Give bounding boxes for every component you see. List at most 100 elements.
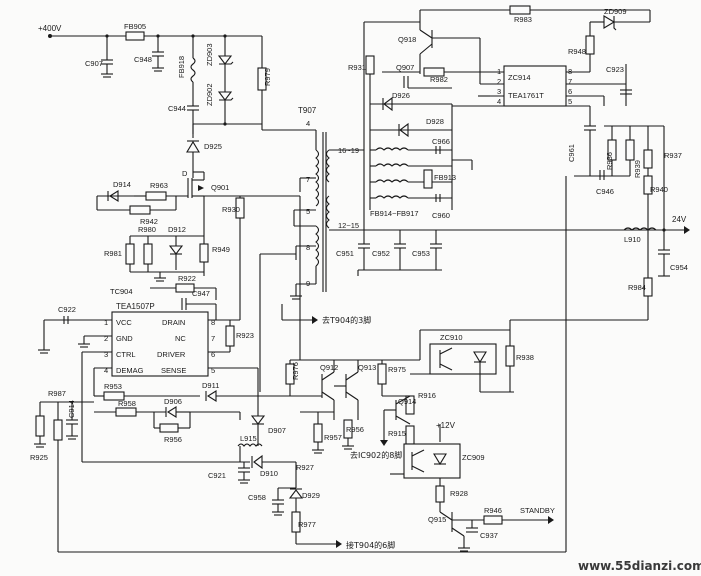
r927-label: R927 bbox=[296, 463, 314, 472]
c958-label: C958 bbox=[248, 493, 266, 502]
c907-label: C907 bbox=[85, 59, 103, 68]
r957-label: R957 bbox=[324, 433, 342, 442]
r916-label: R916 bbox=[418, 391, 436, 400]
q918-label: Q918 bbox=[398, 35, 416, 44]
watermark-bg bbox=[566, 556, 701, 576]
r975-label: R975 bbox=[388, 365, 406, 374]
diode-icon bbox=[166, 406, 177, 418]
sense-resistors: C961 R936 C946 R939 R937 R940 bbox=[566, 105, 682, 230]
resistor-icon bbox=[53, 419, 63, 441]
q913-label: Q913 bbox=[358, 363, 376, 372]
diode-icon bbox=[186, 140, 200, 153]
inductor-icon bbox=[190, 57, 196, 83]
mosfet-q901: D Q901 bbox=[182, 169, 300, 230]
resistor-icon bbox=[377, 363, 387, 385]
d912-label: D912 bbox=[168, 225, 186, 234]
resistor-icon bbox=[159, 423, 179, 433]
r937-label: R937 bbox=[664, 151, 682, 160]
vin-label: +400V bbox=[38, 24, 62, 33]
resistor-icon bbox=[423, 169, 433, 189]
fb914-label: FB914~FB917 bbox=[370, 209, 419, 218]
resistor-icon bbox=[405, 425, 415, 445]
resistor-icon bbox=[313, 423, 323, 443]
r976-label: R976 bbox=[291, 362, 300, 380]
t904-pin3-link: 去T904的3脚 bbox=[259, 246, 371, 392]
fet-bank: C966 FB913 FB914~FB917 C960 bbox=[370, 137, 473, 220]
sense-network: R980 D912 R981 R949 TC904 R922 C947 bbox=[104, 225, 230, 310]
resistor-icon bbox=[115, 407, 137, 417]
secondary-winding-a bbox=[325, 149, 330, 183]
zd902-label: ZD902 bbox=[205, 83, 214, 106]
zc914-pin7: 7 bbox=[568, 77, 572, 86]
pin-num-7: 7 bbox=[211, 334, 215, 343]
tc904-label: TC904 bbox=[110, 287, 133, 296]
primary-winding bbox=[315, 149, 320, 207]
optocoupler-zc910: ZC910 R938 bbox=[410, 320, 534, 393]
pin-vcc: VCC bbox=[116, 318, 132, 327]
inductor-icon bbox=[375, 195, 409, 199]
diode-icon bbox=[250, 415, 266, 425]
l915-label: L915 bbox=[240, 434, 257, 443]
diode-icon bbox=[253, 454, 263, 470]
diode-d925: D925 bbox=[186, 124, 222, 172]
optocoupler-zc909: +12V ZC909 R928 Q915 R946 STANDBY C937 bbox=[390, 421, 555, 552]
t907-pin8: 8 bbox=[306, 243, 310, 252]
q901-label: Q901 bbox=[211, 183, 229, 192]
resistor-icon bbox=[643, 149, 653, 169]
r936-label: R936 bbox=[605, 152, 614, 170]
diode-icon bbox=[168, 245, 184, 255]
resistor-icon bbox=[35, 415, 45, 437]
pin-num-3: 3 bbox=[104, 350, 108, 359]
ic-tea1507p: TEA1507P VCC GND CTRL DEMAG DRAIN NC DRI… bbox=[38, 302, 258, 462]
output-filter: L910 24V C954 R984 C951 C952 C953 bbox=[336, 215, 690, 321]
diode-icon bbox=[108, 190, 119, 202]
r925-label: R925 bbox=[30, 453, 48, 462]
diode-icon bbox=[383, 96, 393, 112]
resistor-icon bbox=[199, 243, 209, 263]
r940-label: R940 bbox=[650, 185, 668, 194]
secondary-rectifiers: C966 FB913 FB914~FB917 C960 D926 D928 bbox=[329, 21, 664, 231]
vout-label: 24V bbox=[672, 215, 687, 224]
d910-label: D910 bbox=[260, 469, 278, 478]
ic-tea1761t: ZC914 TEA1761T 1 2 3 4 8 7 6 5 bbox=[452, 65, 572, 107]
d911-label: D911 bbox=[202, 381, 219, 390]
d928-label: D928 bbox=[426, 117, 444, 126]
zc914-label: ZC914 bbox=[508, 73, 531, 82]
r938-label: R938 bbox=[516, 353, 534, 362]
resistor-icon bbox=[125, 243, 135, 265]
r942-label: R942 bbox=[140, 217, 158, 226]
snubber-network: FB918 C944 ZD903 ZD902 R979 bbox=[168, 36, 272, 134]
r939-label: R939 bbox=[633, 160, 642, 178]
resistor-icon bbox=[129, 205, 151, 215]
note-to-t904-pin6: 接T904的6脚 bbox=[346, 540, 395, 550]
pin-num-2: 2 bbox=[104, 334, 108, 343]
v12-label: +12V bbox=[436, 421, 456, 430]
fb913-label: FB913 bbox=[434, 173, 456, 182]
resistor-icon bbox=[365, 55, 375, 75]
inductor-icon bbox=[375, 147, 409, 151]
capacitor-c948: C948 bbox=[134, 36, 164, 72]
aux-winding bbox=[315, 225, 320, 267]
pin-num-6: 6 bbox=[211, 350, 215, 359]
zc914-pin3: 3 bbox=[497, 87, 501, 96]
diode-icon bbox=[206, 390, 217, 402]
aux-supply: D907 L915 D910 C921 bbox=[82, 368, 296, 484]
r984-label: R984 bbox=[628, 283, 646, 292]
c922-label: C922 bbox=[58, 305, 76, 314]
d929-label: D929 bbox=[302, 491, 320, 500]
zd909-label: ZD909 bbox=[604, 7, 627, 16]
pin-num-8: 8 bbox=[211, 318, 215, 327]
t907-label: T907 bbox=[298, 106, 317, 115]
r915-label: R915 bbox=[388, 429, 406, 438]
c946-label: C946 bbox=[596, 187, 614, 196]
c914-label: C914 bbox=[67, 400, 76, 418]
t907-pin7: 7 bbox=[306, 175, 310, 184]
zc914-pin1: 1 bbox=[497, 67, 501, 76]
c961-label: C961 bbox=[567, 144, 576, 162]
r981-label: R981 bbox=[104, 249, 122, 258]
d926-label: D926 bbox=[392, 91, 410, 100]
svg-text:D: D bbox=[182, 169, 188, 178]
feedback-transistors: R976 Q912 R957 Q913 R956 R975 R916 bbox=[285, 196, 436, 460]
